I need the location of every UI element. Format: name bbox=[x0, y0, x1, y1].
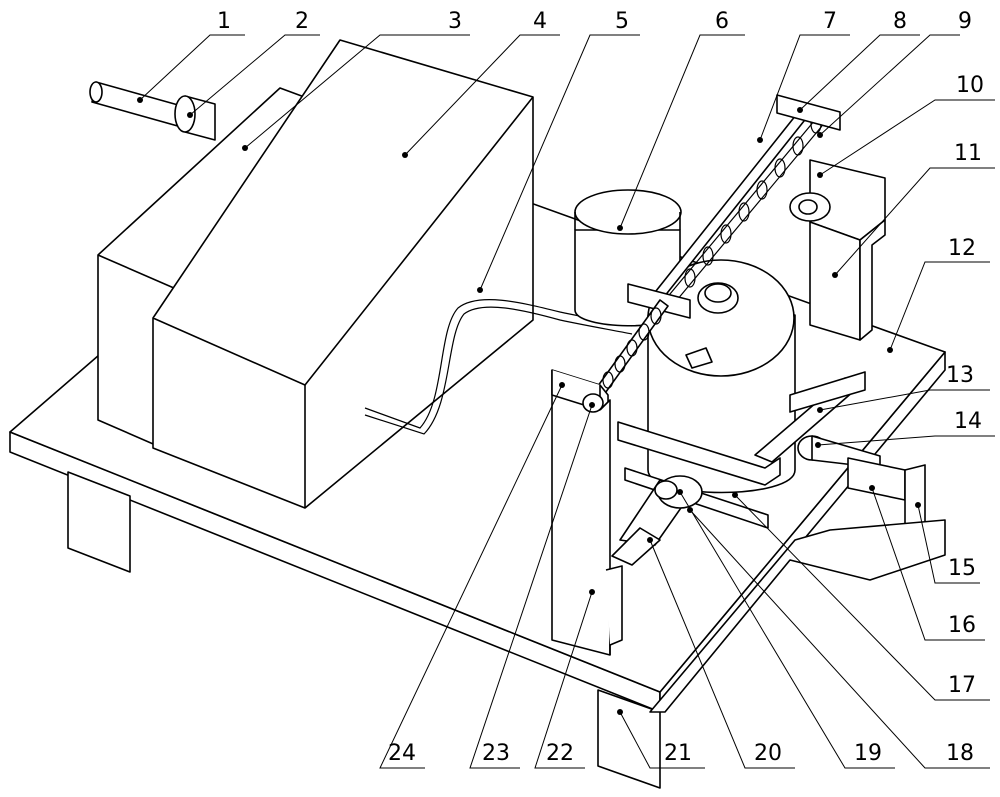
label-3: 3 bbox=[448, 9, 462, 34]
label-5: 5 bbox=[615, 9, 629, 34]
left-post bbox=[551, 369, 623, 656]
gearbox-assembly bbox=[89, 39, 534, 509]
label-12: 12 bbox=[948, 236, 976, 261]
label-13: 13 bbox=[946, 363, 974, 388]
label-9: 9 bbox=[958, 9, 972, 34]
label-6: 6 bbox=[715, 9, 729, 34]
label-18: 18 bbox=[946, 741, 974, 766]
leader-lines bbox=[139, 34, 995, 769]
label-14: 14 bbox=[954, 409, 982, 434]
label-1: 1 bbox=[217, 9, 231, 34]
label-8: 8 bbox=[893, 9, 907, 34]
right-support bbox=[789, 159, 886, 341]
label-24: 24 bbox=[388, 741, 416, 766]
label-17: 17 bbox=[948, 673, 976, 698]
label-21: 21 bbox=[664, 741, 692, 766]
label-23: 23 bbox=[482, 741, 510, 766]
label-4: 4 bbox=[533, 9, 547, 34]
label-22: 22 bbox=[546, 741, 574, 766]
label-20: 20 bbox=[754, 741, 782, 766]
label-19: 19 bbox=[854, 741, 882, 766]
upper-lead-screw bbox=[627, 94, 841, 319]
part-labels: 1 2 3 4 5 6 7 8 9 10 11 12 13 14 15 16 1… bbox=[217, 9, 984, 766]
label-15: 15 bbox=[948, 556, 976, 581]
label-11: 11 bbox=[954, 141, 982, 166]
clamp-frame bbox=[617, 371, 946, 713]
leader-dots bbox=[137, 97, 921, 715]
label-10: 10 bbox=[956, 73, 984, 98]
label-16: 16 bbox=[948, 613, 976, 638]
label-2: 2 bbox=[295, 9, 309, 34]
label-7: 7 bbox=[823, 9, 837, 34]
